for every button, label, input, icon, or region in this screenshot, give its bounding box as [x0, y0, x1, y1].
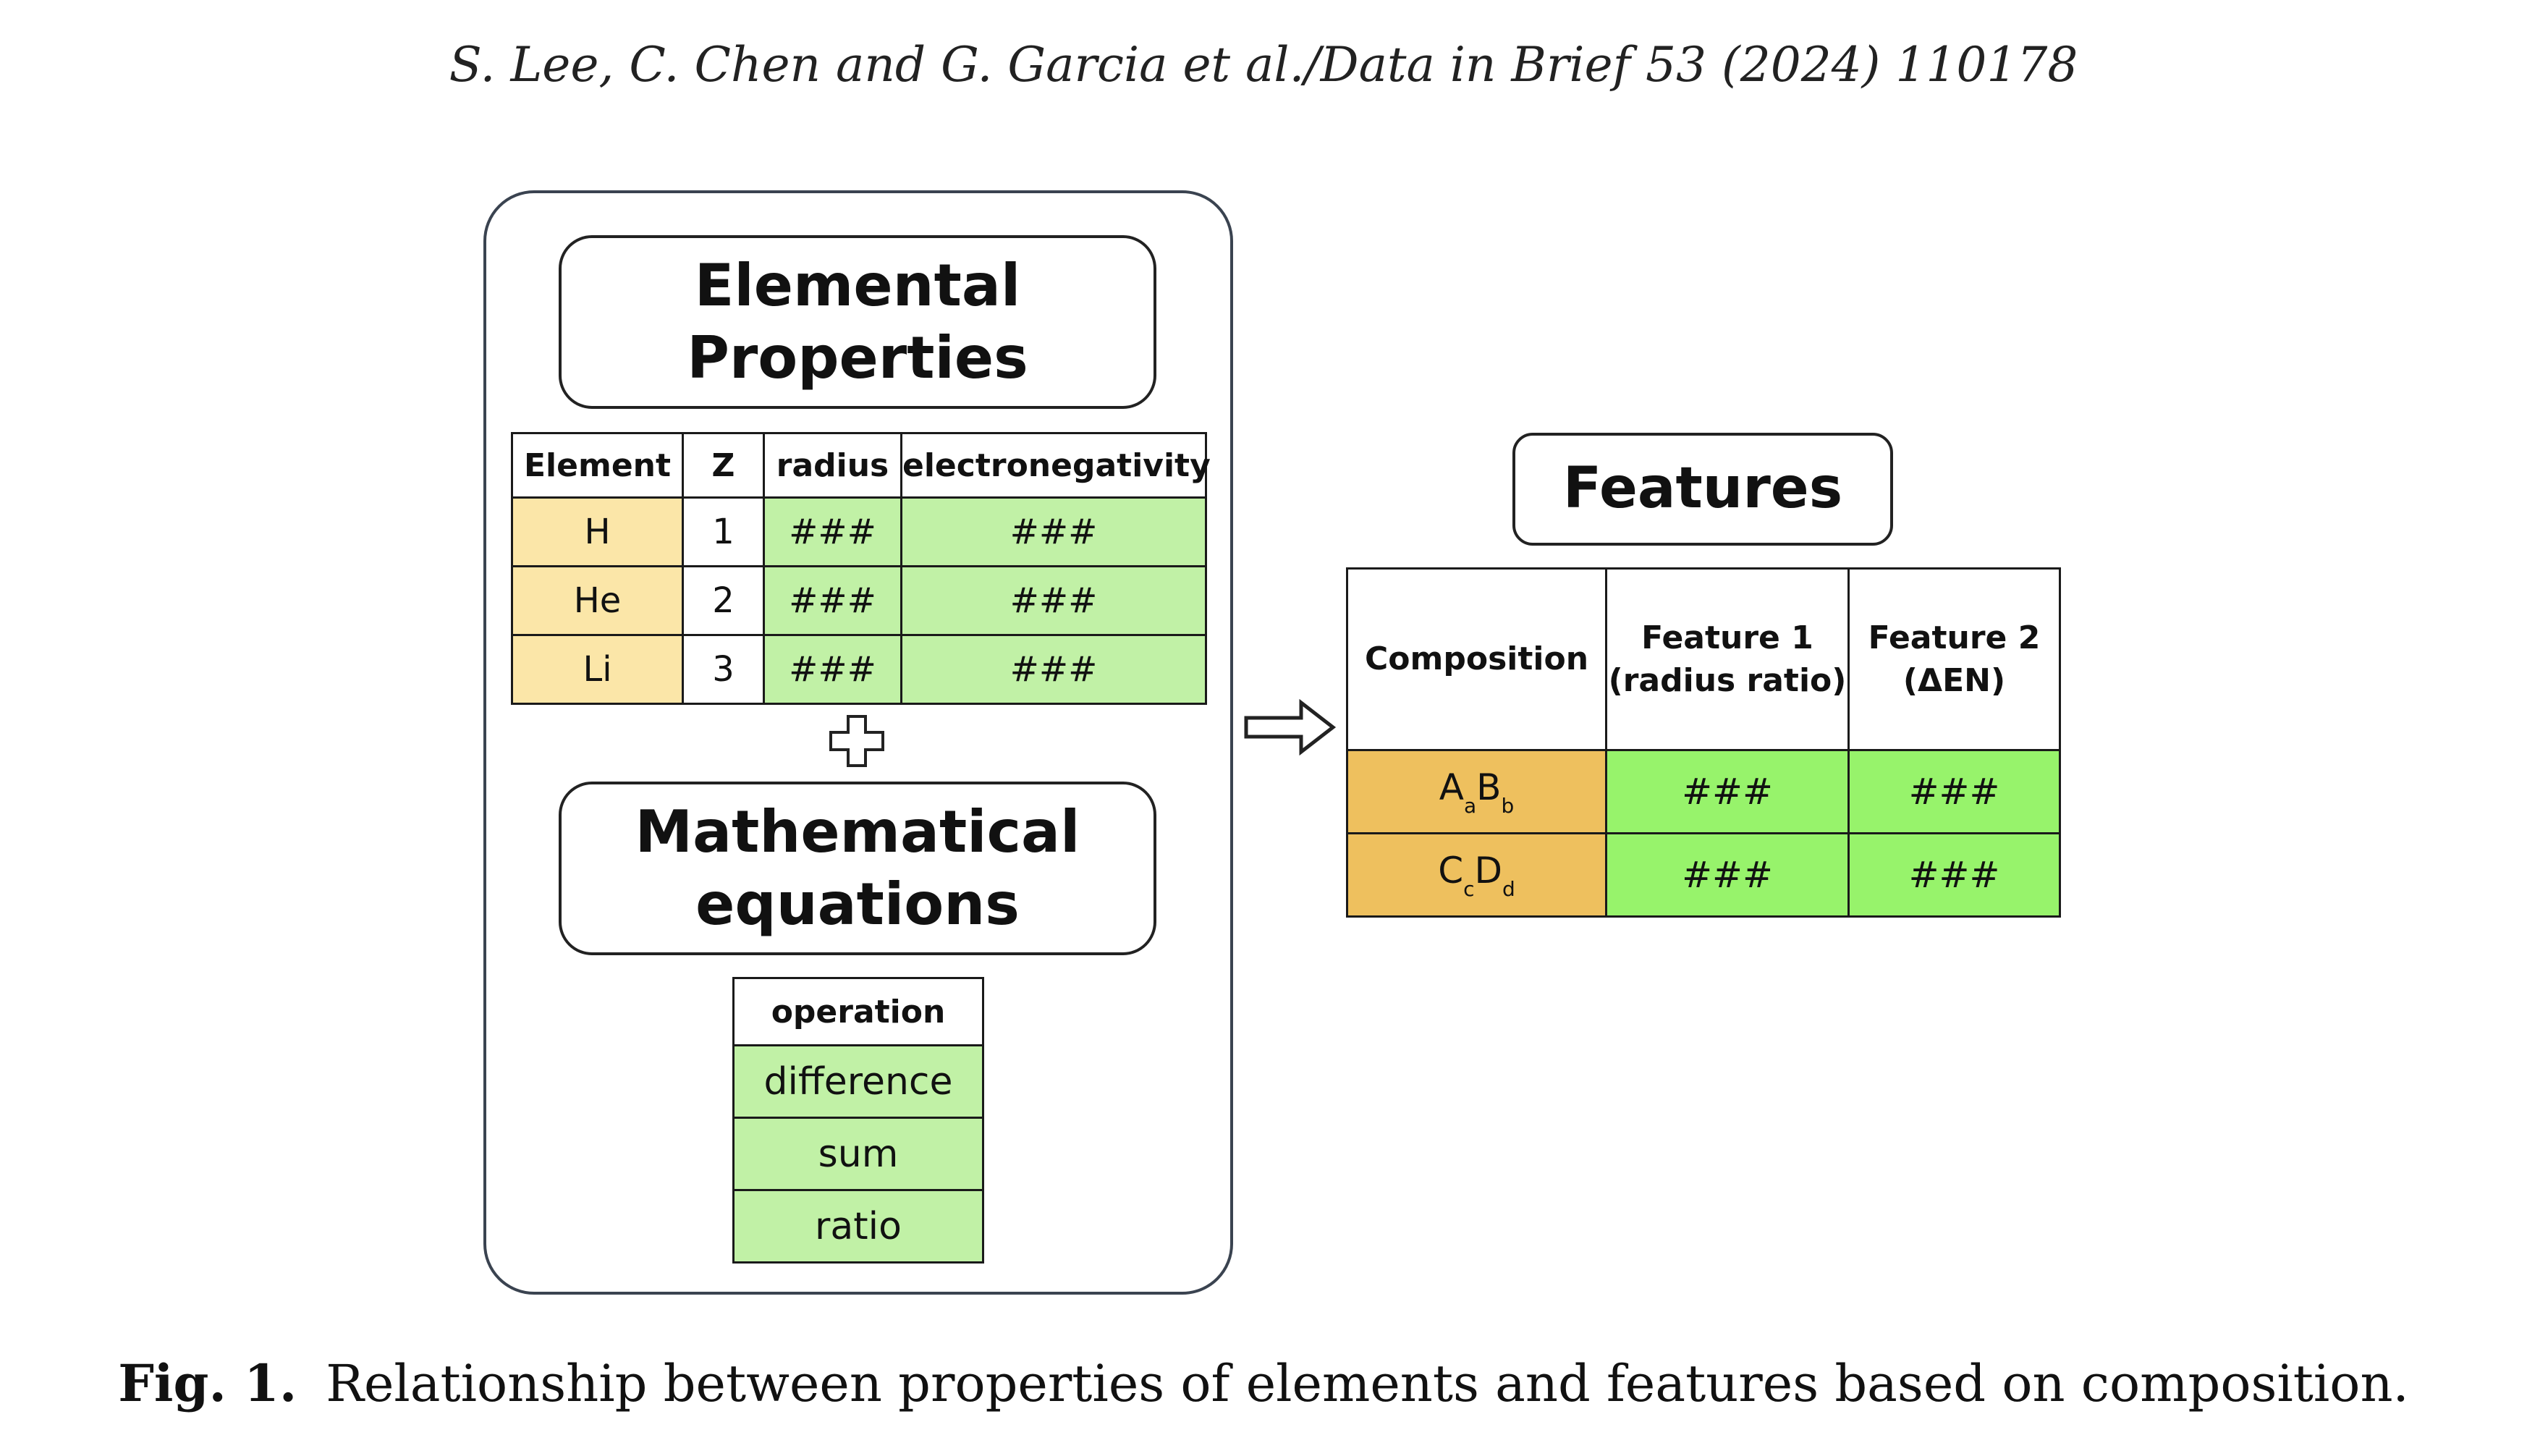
- element-d: D: [1474, 849, 1503, 892]
- element-symbol: Li: [511, 634, 684, 705]
- caption-label: Fig. 1.: [118, 1353, 297, 1413]
- header-operation: operation: [732, 977, 984, 1046]
- elemental-properties-box: Elemental Properties: [559, 235, 1156, 409]
- table-header-row: Element Z radius electronegativity: [511, 432, 1211, 499]
- subscript-c: c: [1463, 876, 1475, 901]
- elemental-properties-line2: Properties: [687, 324, 1028, 391]
- features-table: Composition Feature 1 (radius ratio) Fea…: [1346, 567, 2061, 918]
- table-row: He 2 ### ###: [511, 565, 1207, 636]
- table-header-row: Composition Feature 1 (radius ratio) Fea…: [1346, 567, 2061, 751]
- table-row: H 1 ### ###: [511, 496, 1207, 567]
- header-feature-1: Feature 1 (radius ratio): [1605, 567, 1850, 751]
- atomic-number: 1: [682, 496, 765, 567]
- composition-cell: CcDd: [1346, 832, 1607, 918]
- feature-2-label: Feature 2: [1868, 619, 2041, 656]
- subscript-d: d: [1502, 876, 1515, 901]
- feature-2-value: ###: [1847, 832, 2061, 918]
- mathematical-equations-line2: equations: [695, 871, 1020, 938]
- table-row: Li 3 ### ###: [511, 634, 1207, 705]
- composition-formula: CcDd: [1438, 849, 1515, 901]
- feature-1-sublabel: (radius ratio): [1608, 662, 1847, 699]
- mathematical-equations-line1: Mathematical: [635, 798, 1080, 865]
- plus-icon: [829, 715, 884, 767]
- element-symbol: H: [511, 496, 684, 567]
- radius-value: ###: [763, 634, 902, 705]
- header-z: Z: [682, 432, 765, 499]
- table-row: difference: [732, 1044, 984, 1119]
- composition-label: Composition: [1364, 640, 1589, 678]
- operation-item: ratio: [732, 1189, 984, 1264]
- element-b: B: [1476, 766, 1502, 808]
- header-composition: Composition: [1346, 567, 1607, 751]
- table-row: ratio: [732, 1189, 984, 1264]
- feature-2-sublabel: (ΔEN): [1902, 662, 2006, 699]
- running-head: S. Lee, C. Chen and G. Garcia et al./Dat…: [449, 37, 2078, 93]
- radius-value: ###: [763, 496, 902, 567]
- electronegativity-value: ###: [900, 565, 1207, 636]
- composition-cell: AaBb: [1346, 749, 1607, 834]
- table-row: CcDd ### ###: [1346, 832, 2061, 918]
- feature-1-label: Feature 1: [1641, 619, 1813, 656]
- operation-table: operation difference sum ratio: [732, 977, 984, 1264]
- operation-item: difference: [732, 1044, 984, 1119]
- caption-text: Relationship between properties of eleme…: [326, 1354, 2409, 1413]
- arrow-right-icon: [1244, 698, 1337, 756]
- atomic-number: 3: [682, 634, 765, 705]
- feature-2-value: ###: [1847, 749, 2061, 834]
- element-a: A: [1439, 766, 1464, 808]
- header-element: Element: [511, 432, 684, 499]
- table-row: sum: [732, 1117, 984, 1191]
- table-header-row: operation: [732, 977, 984, 1046]
- radius-value: ###: [763, 565, 902, 636]
- electronegativity-value: ###: [900, 496, 1207, 567]
- atomic-number: 2: [682, 565, 765, 636]
- subscript-a: a: [1463, 793, 1477, 818]
- features-label: Features: [1562, 456, 1843, 522]
- header-radius: radius: [763, 432, 902, 499]
- table-row: AaBb ### ###: [1346, 749, 2061, 834]
- element-c: C: [1438, 849, 1464, 892]
- subscript-b: b: [1501, 793, 1515, 818]
- features-box: Features: [1512, 433, 1893, 546]
- electronegativity-value: ###: [900, 634, 1207, 705]
- composition-formula: AaBb: [1439, 766, 1514, 818]
- figure-caption: Fig. 1. Relationship between properties o…: [0, 1347, 2527, 1420]
- element-symbol: He: [511, 565, 684, 636]
- elemental-properties-line1: Elemental: [694, 252, 1021, 319]
- feature-1-value: ###: [1605, 832, 1850, 918]
- header-electronegativity: electronegativity: [900, 432, 1211, 499]
- elemental-properties-table: Element Z radius electronegativity H 1 #…: [511, 432, 1211, 705]
- operation-item: sum: [732, 1117, 984, 1191]
- header-feature-2: Feature 2 (ΔEN): [1847, 567, 2061, 751]
- mathematical-equations-box: Mathematical equations: [559, 782, 1156, 955]
- feature-1-value: ###: [1605, 749, 1850, 834]
